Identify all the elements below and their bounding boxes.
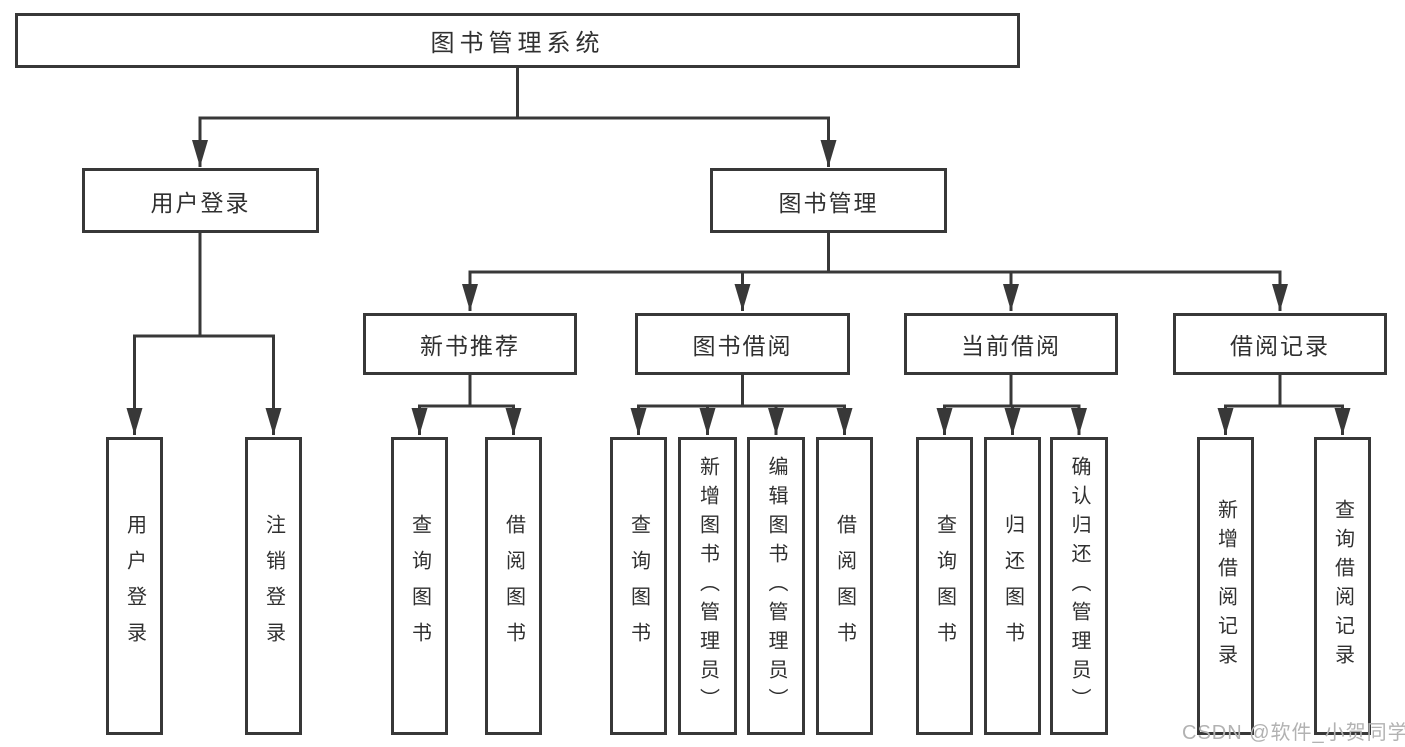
leaf-borrow-books: 借阅图书 (816, 437, 873, 735)
connector-line (943, 373, 1081, 408)
leaf-query-books-borrow: 查询图书 (610, 437, 667, 735)
node-book-management-label: 图书管理 (778, 189, 879, 216)
connector-line (468, 231, 1282, 274)
node-library-management-system: 图书管理系统 (15, 13, 1020, 68)
leaf-user-login: 用户登录 (106, 437, 163, 735)
node-borrow-records: 借阅记录 (1173, 313, 1387, 375)
connector-book-management-children (462, 231, 1288, 311)
connector-root-to-level2 (192, 66, 837, 167)
leaf-edit-books-admin-label: 编辑图书（管理员） (765, 455, 787, 717)
node-book-borrow: 图书借阅 (635, 313, 850, 375)
leaf-return-books-label: 归还图书 (1001, 514, 1024, 658)
connector-new-book-children (411, 373, 522, 435)
node-library-management-system-label: 图书管理系统 (430, 30, 605, 57)
connector-line (637, 373, 846, 408)
leaf-borrow-books-label: 借阅图书 (833, 514, 856, 658)
node-book-management: 图书管理 (710, 168, 947, 233)
connector-user-login-children (126, 231, 282, 435)
leaf-query-books-current: 查询图书 (916, 437, 973, 735)
leaf-query-books-recommend: 查询图书 (391, 437, 448, 735)
connector-line (418, 373, 515, 408)
leaf-borrow-books-recommend: 借阅图书 (485, 437, 542, 735)
leaf-query-borrow-record-label: 查询借阅记录 (1331, 499, 1354, 673)
node-current-borrow: 当前借阅 (904, 313, 1118, 375)
connector-borrow-records-children (1217, 373, 1351, 435)
leaf-edit-books-admin: 编辑图书（管理员） (747, 437, 805, 735)
leaf-query-books-current-label: 查询图书 (933, 514, 956, 658)
leaf-add-borrow-record-label: 新增借阅记录 (1214, 499, 1237, 673)
leaf-confirm-return-admin-label: 确认归还（管理员） (1068, 455, 1090, 717)
leaf-query-books-borrow-label: 查询图书 (627, 514, 650, 658)
csdn-watermark: CSDN @软件_小贺同学 (1182, 722, 1405, 744)
node-user-login: 用户登录 (82, 168, 319, 233)
leaf-add-borrow-record: 新增借阅记录 (1197, 437, 1254, 735)
leaf-confirm-return-admin: 确认归还（管理员） (1050, 437, 1108, 735)
connector-book-borrow-children (630, 373, 853, 435)
leaf-logout-label: 注销登录 (262, 514, 285, 658)
connector-line (198, 66, 830, 120)
node-current-borrow-label: 当前借阅 (961, 333, 1061, 359)
connector-current-borrow-children (936, 373, 1087, 435)
node-new-book-recommend: 新书推荐 (363, 313, 577, 375)
leaf-user-login-label: 用户登录 (123, 514, 146, 658)
node-user-login-label: 用户登录 (150, 189, 251, 216)
leaf-add-books-admin-label: 新增图书（管理员） (696, 455, 719, 717)
connector-line (1224, 373, 1344, 408)
leaf-query-books-recommend-label: 查询图书 (408, 514, 431, 658)
leaf-logout: 注销登录 (245, 437, 302, 735)
leaf-add-books-admin: 新增图书（管理员） (678, 437, 737, 735)
leaf-borrow-books-recommend-label: 借阅图书 (502, 514, 525, 658)
node-borrow-records-label: 借阅记录 (1230, 333, 1330, 359)
leaf-return-books: 归还图书 (984, 437, 1041, 735)
node-book-borrow-label: 图书借阅 (692, 333, 793, 359)
connector-line (133, 231, 275, 338)
leaf-query-borrow-record: 查询借阅记录 (1314, 437, 1371, 735)
node-new-book-recommend-label: 新书推荐 (420, 333, 520, 359)
